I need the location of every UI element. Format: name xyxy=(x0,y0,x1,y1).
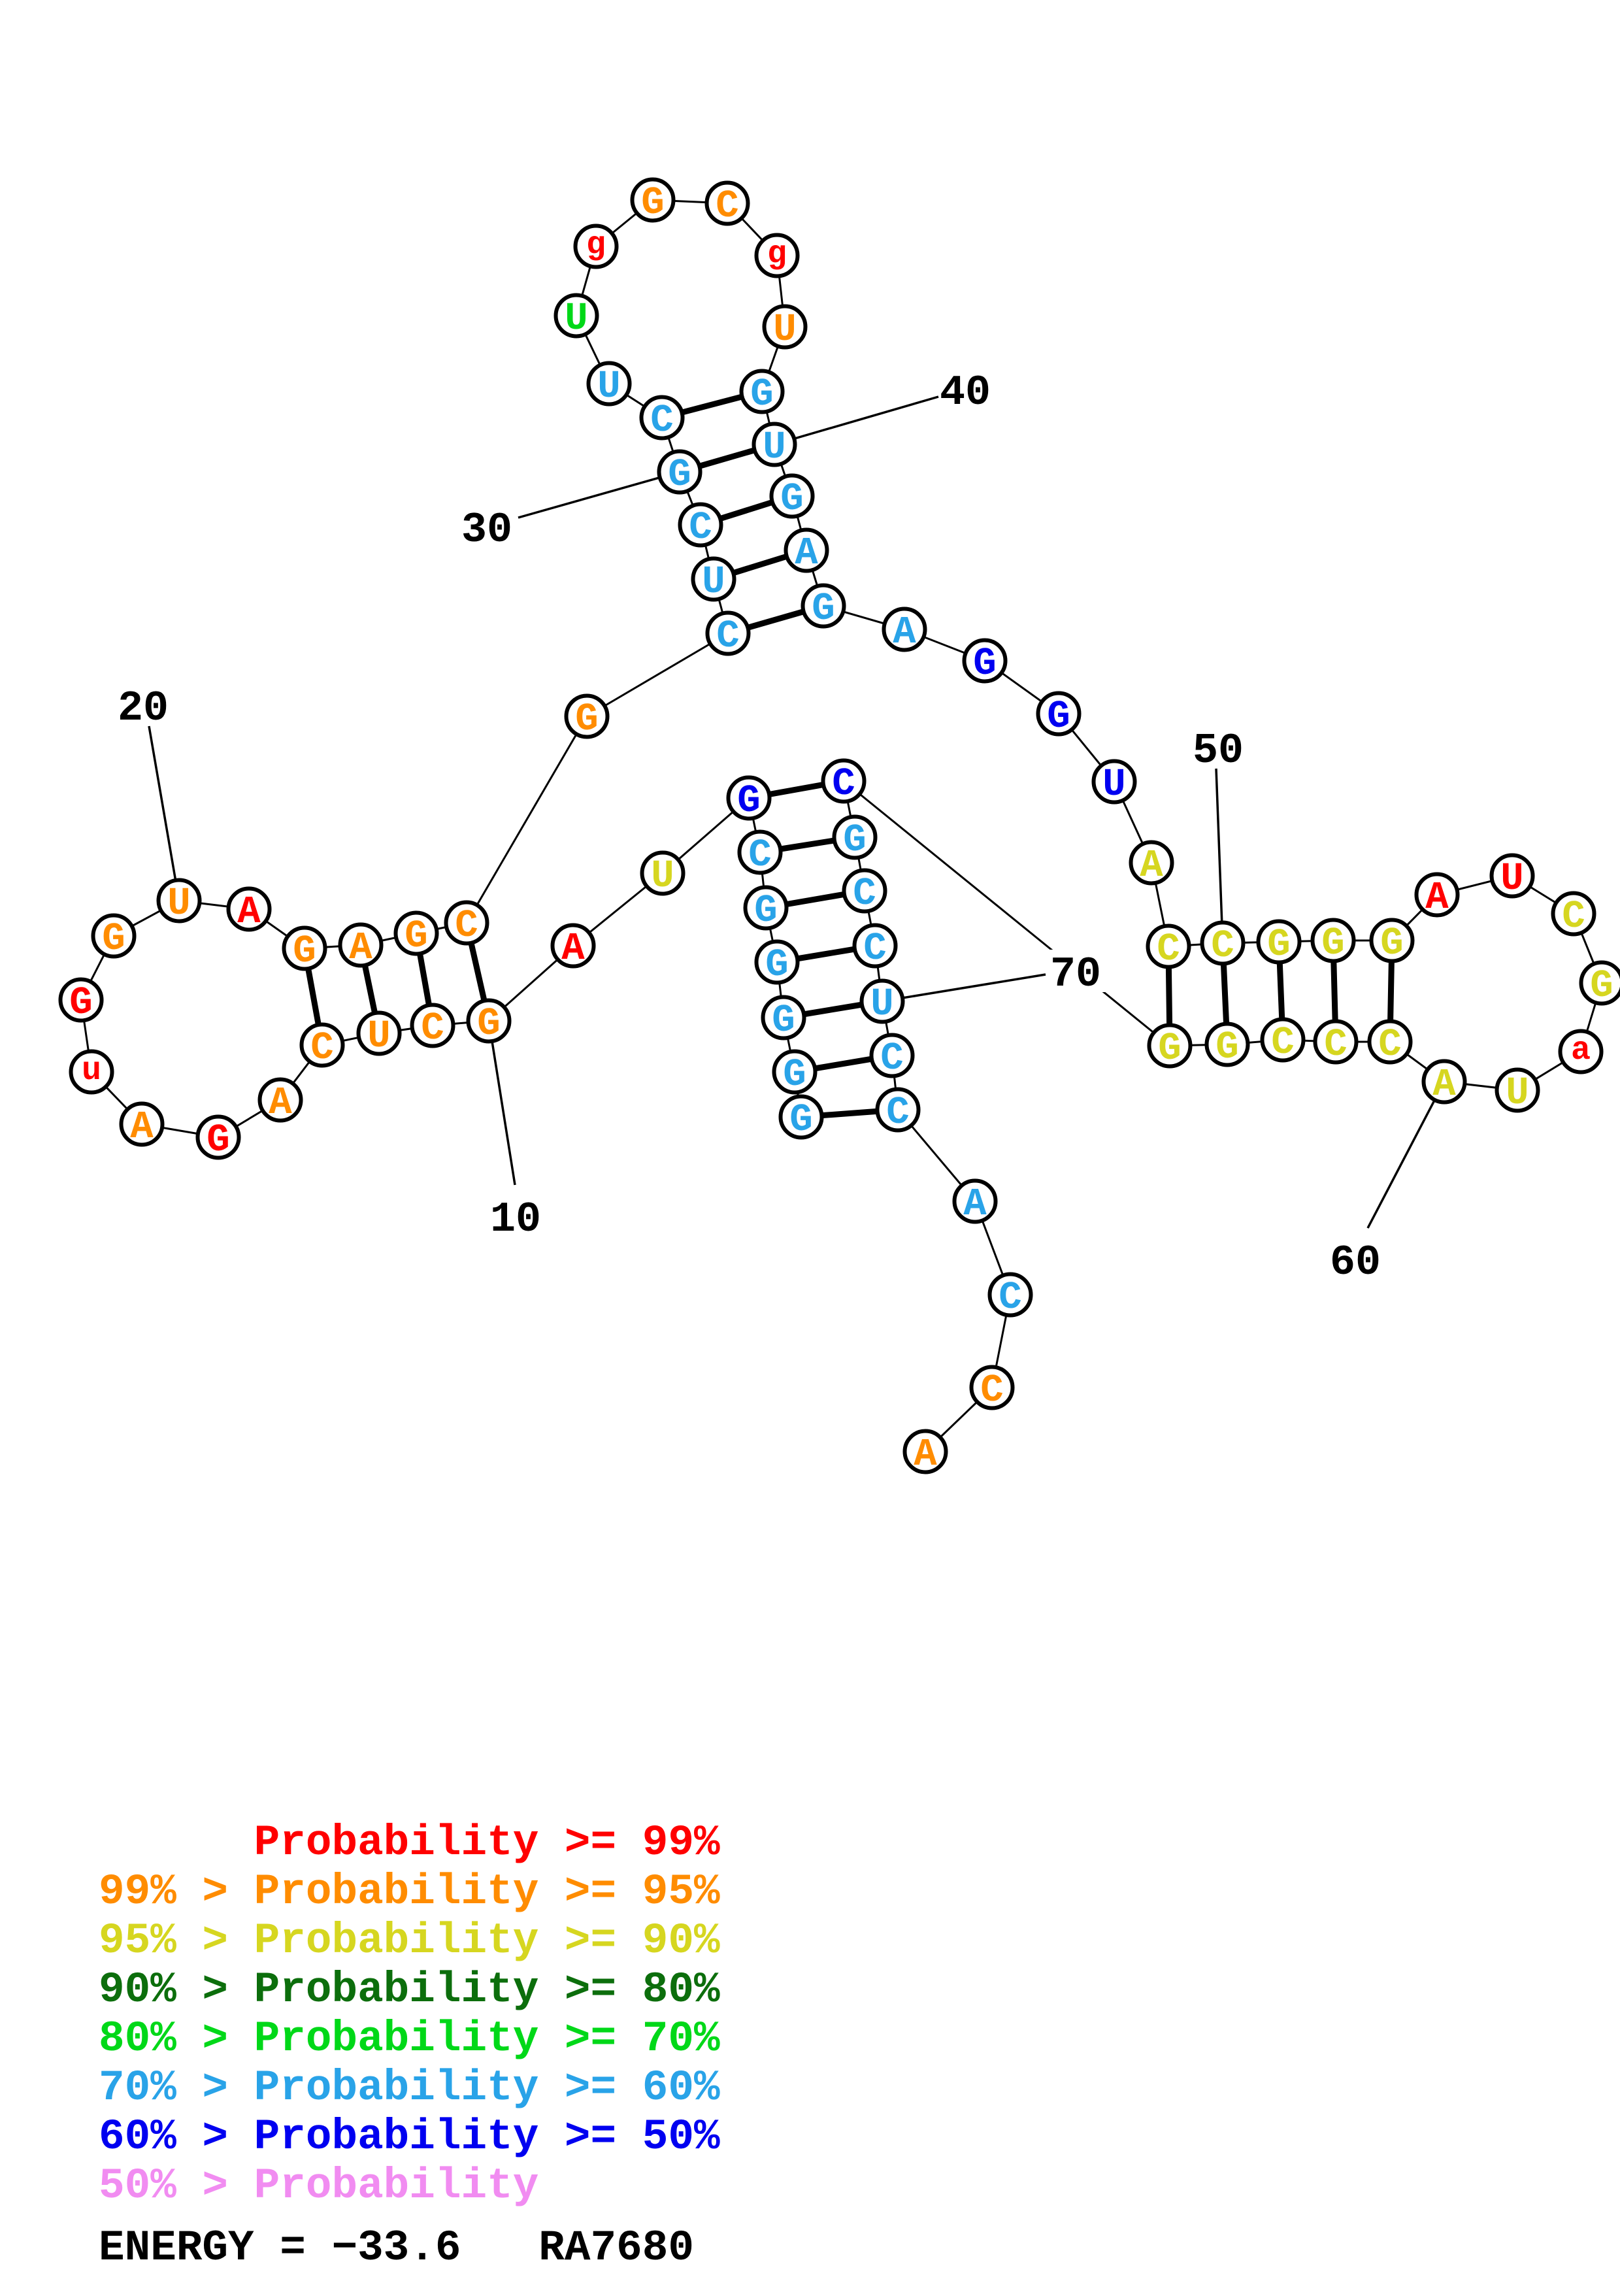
svg-text:A: A xyxy=(130,1105,154,1149)
svg-text:U: U xyxy=(167,882,190,925)
svg-text:C: C xyxy=(1324,1023,1347,1067)
svg-text:50% > Probability: 50% > Probability xyxy=(99,2161,538,2210)
svg-text:U: U xyxy=(1102,763,1125,807)
svg-text:U: U xyxy=(565,297,587,341)
svg-text:G: G xyxy=(1590,964,1613,1008)
svg-text:C: C xyxy=(832,762,855,806)
svg-text:95% > Probability >= 90%: 95% > Probability >= 90% xyxy=(99,1916,720,1965)
svg-text:G: G xyxy=(1321,922,1344,965)
svg-text:G: G xyxy=(1047,695,1070,739)
svg-text:G: G xyxy=(575,697,598,741)
svg-text:Probability >= 99%: Probability >= 99% xyxy=(99,1818,720,1867)
svg-text:U: U xyxy=(702,560,725,604)
svg-text:G: G xyxy=(973,642,996,686)
svg-text:A: A xyxy=(561,927,585,971)
svg-text:G: G xyxy=(1215,1025,1238,1069)
svg-text:20: 20 xyxy=(118,684,169,733)
svg-text:70: 70 xyxy=(1050,950,1101,999)
svg-text:G: G xyxy=(843,818,866,862)
svg-text:G: G xyxy=(789,1098,812,1142)
svg-text:G: G xyxy=(1380,922,1403,965)
svg-text:G: G xyxy=(641,181,664,225)
svg-text:A: A xyxy=(269,1081,292,1125)
svg-text:G: G xyxy=(207,1118,229,1162)
svg-text:C: C xyxy=(689,506,712,550)
svg-text:G: G xyxy=(1158,1027,1181,1071)
svg-text:C: C xyxy=(748,833,771,877)
svg-text:U: U xyxy=(773,308,796,352)
svg-text:U: U xyxy=(1506,1071,1529,1115)
svg-text:G: G xyxy=(668,453,691,497)
svg-text:C: C xyxy=(1211,924,1234,968)
svg-text:G: G xyxy=(783,1053,806,1097)
svg-text:10: 10 xyxy=(490,1195,541,1244)
svg-text:C: C xyxy=(455,904,478,948)
svg-text:C: C xyxy=(880,1037,903,1080)
svg-text:C: C xyxy=(421,1007,444,1050)
svg-text:u: u xyxy=(82,1052,101,1090)
svg-text:C: C xyxy=(1271,1021,1294,1065)
svg-text:C: C xyxy=(886,1091,909,1135)
svg-text:G: G xyxy=(102,917,125,961)
svg-text:C: C xyxy=(310,1026,333,1070)
svg-text:A: A xyxy=(1432,1063,1456,1106)
svg-text:G: G xyxy=(477,1002,500,1046)
svg-text:30: 30 xyxy=(461,506,512,554)
svg-text:g: g xyxy=(767,236,787,273)
svg-text:U: U xyxy=(763,425,785,469)
svg-text:C: C xyxy=(980,1369,1003,1412)
svg-text:50: 50 xyxy=(1193,727,1244,775)
svg-text:G: G xyxy=(405,914,427,958)
svg-text:A: A xyxy=(963,1182,987,1226)
svg-text:C: C xyxy=(716,614,739,658)
svg-text:G: G xyxy=(765,943,788,987)
svg-text:C: C xyxy=(863,927,886,971)
svg-text:A: A xyxy=(795,531,818,575)
svg-text:C: C xyxy=(999,1276,1021,1320)
svg-text:a: a xyxy=(1571,1032,1591,1069)
svg-text:A: A xyxy=(349,926,372,970)
svg-text:C: C xyxy=(1157,927,1180,971)
svg-text:g: g xyxy=(586,227,606,264)
svg-text:G: G xyxy=(1267,923,1290,967)
svg-text:U: U xyxy=(651,854,674,898)
svg-text:C: C xyxy=(650,399,673,442)
svg-text:G: G xyxy=(293,929,316,973)
svg-text:A: A xyxy=(914,1433,937,1476)
svg-text:99% > Probability >= 95%: 99% > Probability >= 95% xyxy=(99,1867,720,1916)
svg-text:90% > Probability >= 80%: 90% > Probability >= 80% xyxy=(99,1965,720,2014)
svg-text:ENERGY = −33.6 RA7680: ENERGY = −33.6 RA7680 xyxy=(99,2223,694,2272)
svg-text:G: G xyxy=(780,477,803,521)
svg-text:G: G xyxy=(750,373,773,416)
svg-text:C: C xyxy=(1378,1023,1401,1067)
svg-text:U: U xyxy=(597,365,620,408)
svg-text:A: A xyxy=(1140,844,1163,888)
svg-text:G: G xyxy=(737,779,760,823)
svg-text:U: U xyxy=(870,982,893,1026)
svg-text:A: A xyxy=(1425,876,1449,920)
svg-text:60: 60 xyxy=(1330,1239,1381,1287)
svg-text:C: C xyxy=(1562,895,1585,939)
svg-text:C: C xyxy=(853,872,876,916)
svg-text:G: G xyxy=(812,587,835,631)
svg-text:80% > Probability >= 70%: 80% > Probability >= 70% xyxy=(99,2014,720,2063)
svg-text:A: A xyxy=(237,890,261,934)
svg-text:G: G xyxy=(69,981,92,1025)
svg-text:U: U xyxy=(367,1014,390,1058)
svg-text:U: U xyxy=(1500,857,1523,901)
svg-text:G: G xyxy=(772,999,795,1042)
svg-text:60% > Probability >= 50%: 60% > Probability >= 50% xyxy=(99,2112,720,2161)
svg-text:70% > Probability >= 60%: 70% > Probability >= 60% xyxy=(99,2063,720,2112)
svg-text:40: 40 xyxy=(940,369,991,417)
svg-text:A: A xyxy=(893,610,916,654)
svg-text:G: G xyxy=(754,889,777,933)
svg-text:C: C xyxy=(716,184,738,228)
